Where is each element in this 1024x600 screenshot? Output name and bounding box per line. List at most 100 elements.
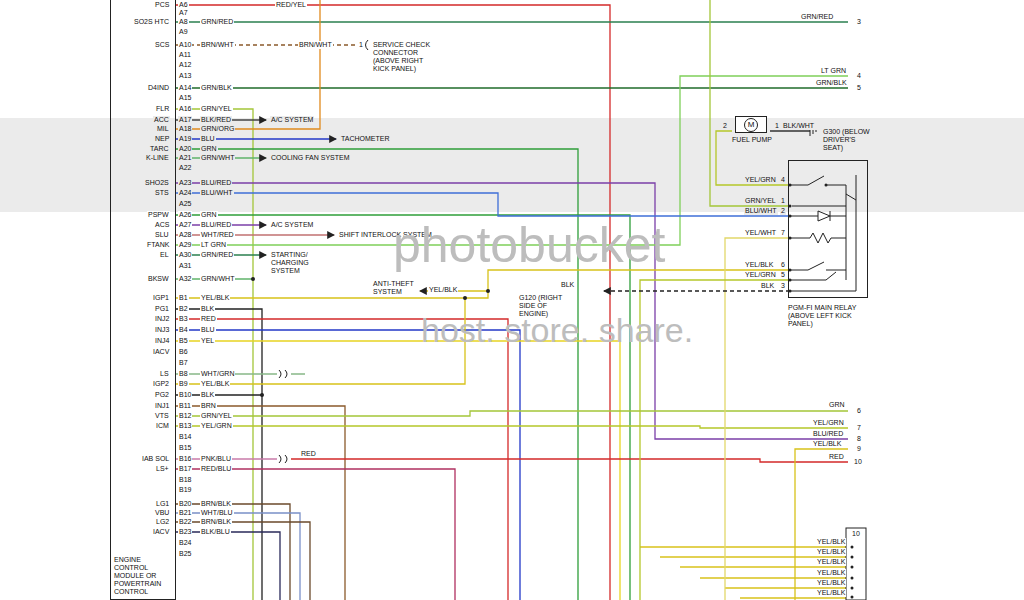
pin-number: A28	[178, 231, 192, 239]
pin-name: SHO2S	[144, 179, 170, 187]
pin-number: A22	[178, 164, 192, 172]
pin-number: A6	[178, 1, 189, 9]
pin-number: A8	[178, 18, 189, 26]
coil-symbol	[790, 216, 846, 243]
wire-color: RED	[300, 450, 317, 458]
splice-dot	[260, 393, 264, 397]
wire-color: BLU/RED	[200, 179, 232, 187]
wire-color: GRN/YEL	[744, 197, 777, 205]
wire-color: BRN/BLK	[200, 518, 232, 526]
wire-color: YEL/BLK	[816, 548, 846, 556]
wire-color: BLU	[200, 326, 216, 334]
pin-number: A14	[178, 84, 192, 92]
wire-color: GRN	[200, 145, 218, 153]
pin-name: IGP2	[152, 380, 170, 388]
relay-switch	[790, 238, 846, 270]
pin-number: B6	[178, 348, 189, 356]
pin-number: A19	[178, 135, 192, 143]
pin-name: LS	[159, 370, 170, 378]
callout-number: 9	[856, 445, 862, 453]
wire	[176, 411, 848, 416]
wire	[176, 270, 790, 298]
wire-color: BLU/WHT	[744, 207, 778, 215]
wire-color: YEL/BLK	[816, 569, 846, 577]
wire	[291, 459, 848, 462]
pin-number: 3	[780, 282, 786, 290]
system-name: COOLING FAN SYSTEM	[270, 154, 351, 162]
connector-symbol	[279, 455, 287, 463]
pin-name: IACV	[152, 528, 170, 536]
connector-outline	[846, 528, 866, 600]
wire-color: GRN/ORG	[200, 125, 235, 133]
pin-number: 6	[780, 261, 786, 269]
pin-number: 1	[774, 122, 780, 130]
relay-outline	[788, 160, 868, 298]
wire-color: BLK	[560, 281, 575, 289]
pin-number: A27	[178, 221, 192, 229]
pin-name: EL	[159, 251, 170, 259]
wire-color: YEL/GRN	[744, 176, 777, 184]
wire	[176, 373, 305, 374]
pin-number: B21	[178, 509, 192, 517]
wire-color: BLU/WHT	[200, 189, 234, 197]
wire	[176, 21, 848, 22]
wire-color: YEL	[200, 337, 215, 345]
wire	[176, 87, 848, 88]
main-relay: PGM-FI MAIN RELAY (ABOVE LEFT KICK PANEL…	[788, 160, 868, 328]
wire-color: BLK	[760, 282, 775, 290]
wire	[176, 504, 290, 600]
pin-number: A20	[178, 145, 192, 153]
wire-color: BRN/WHT	[200, 41, 235, 49]
pin-name: ACC	[153, 116, 170, 124]
pin-number: 2	[722, 122, 728, 130]
wire	[710, 0, 790, 206]
motor-symbol-box: M	[735, 116, 767, 133]
wire-color: GRN/YEL	[200, 105, 233, 113]
pin-number: B24	[178, 539, 192, 547]
pin-number: B1	[178, 294, 189, 302]
wire	[176, 426, 848, 428]
pin-number: A12	[178, 61, 192, 69]
relay-wire	[790, 175, 856, 291]
pin-name: STS	[154, 189, 170, 197]
fuel-pump: MFUEL PUMP	[732, 116, 772, 144]
pin-number: B9	[178, 380, 189, 388]
system-name: A/C SYSTEM	[270, 116, 314, 124]
pin-name: LS+	[155, 465, 170, 473]
wire-color: BLK/WHT	[782, 122, 815, 130]
pin-name: PG1	[154, 305, 170, 313]
pin-name: K-LINE	[145, 154, 170, 162]
component-name: PGM-FI MAIN RELAY (ABOVE LEFT KICK PANEL…	[788, 304, 868, 328]
pin-number: A29	[178, 241, 192, 249]
pin-number: B5	[178, 337, 189, 345]
module-name: ENGINE CONTROL MODULE OR POWERTRAIN CONT…	[114, 556, 172, 596]
wire	[770, 130, 810, 131]
wire-color: BLU/RED	[812, 430, 844, 438]
pin-number: A9	[178, 28, 189, 36]
pin-number: A16	[178, 105, 192, 113]
wire-color: BRN/BLK	[200, 500, 232, 508]
component-note: SERVICE CHECK CONNECTOR (ABOVE RIGHT KIC…	[372, 41, 434, 73]
pin-number: A13	[178, 72, 192, 80]
pin-number: B23	[178, 528, 192, 536]
wire-color: BLU	[200, 135, 216, 143]
wire-color: PNK/BLU	[200, 455, 232, 463]
pin-name: ACS	[154, 221, 170, 229]
pin-number: A11	[178, 51, 192, 59]
relay-switch	[790, 176, 824, 185]
pin-number: B12	[178, 412, 192, 420]
wire-color: GRN/YEL	[200, 412, 233, 420]
pin-number: A7	[178, 9, 189, 17]
pin-number: A10	[178, 41, 192, 49]
pin-number: B11	[178, 402, 192, 410]
pin-name: IACV	[152, 348, 170, 356]
callout-number: 4	[856, 72, 862, 80]
wire-color: BLK	[200, 391, 215, 399]
wire-color: YEL/BLK	[200, 380, 230, 388]
splice-dot	[463, 296, 467, 300]
pin-number: B13	[178, 422, 192, 430]
wire-color: LT GRN	[200, 241, 227, 249]
pin-name: SCS	[154, 41, 170, 49]
pin-number: A25	[178, 200, 192, 208]
